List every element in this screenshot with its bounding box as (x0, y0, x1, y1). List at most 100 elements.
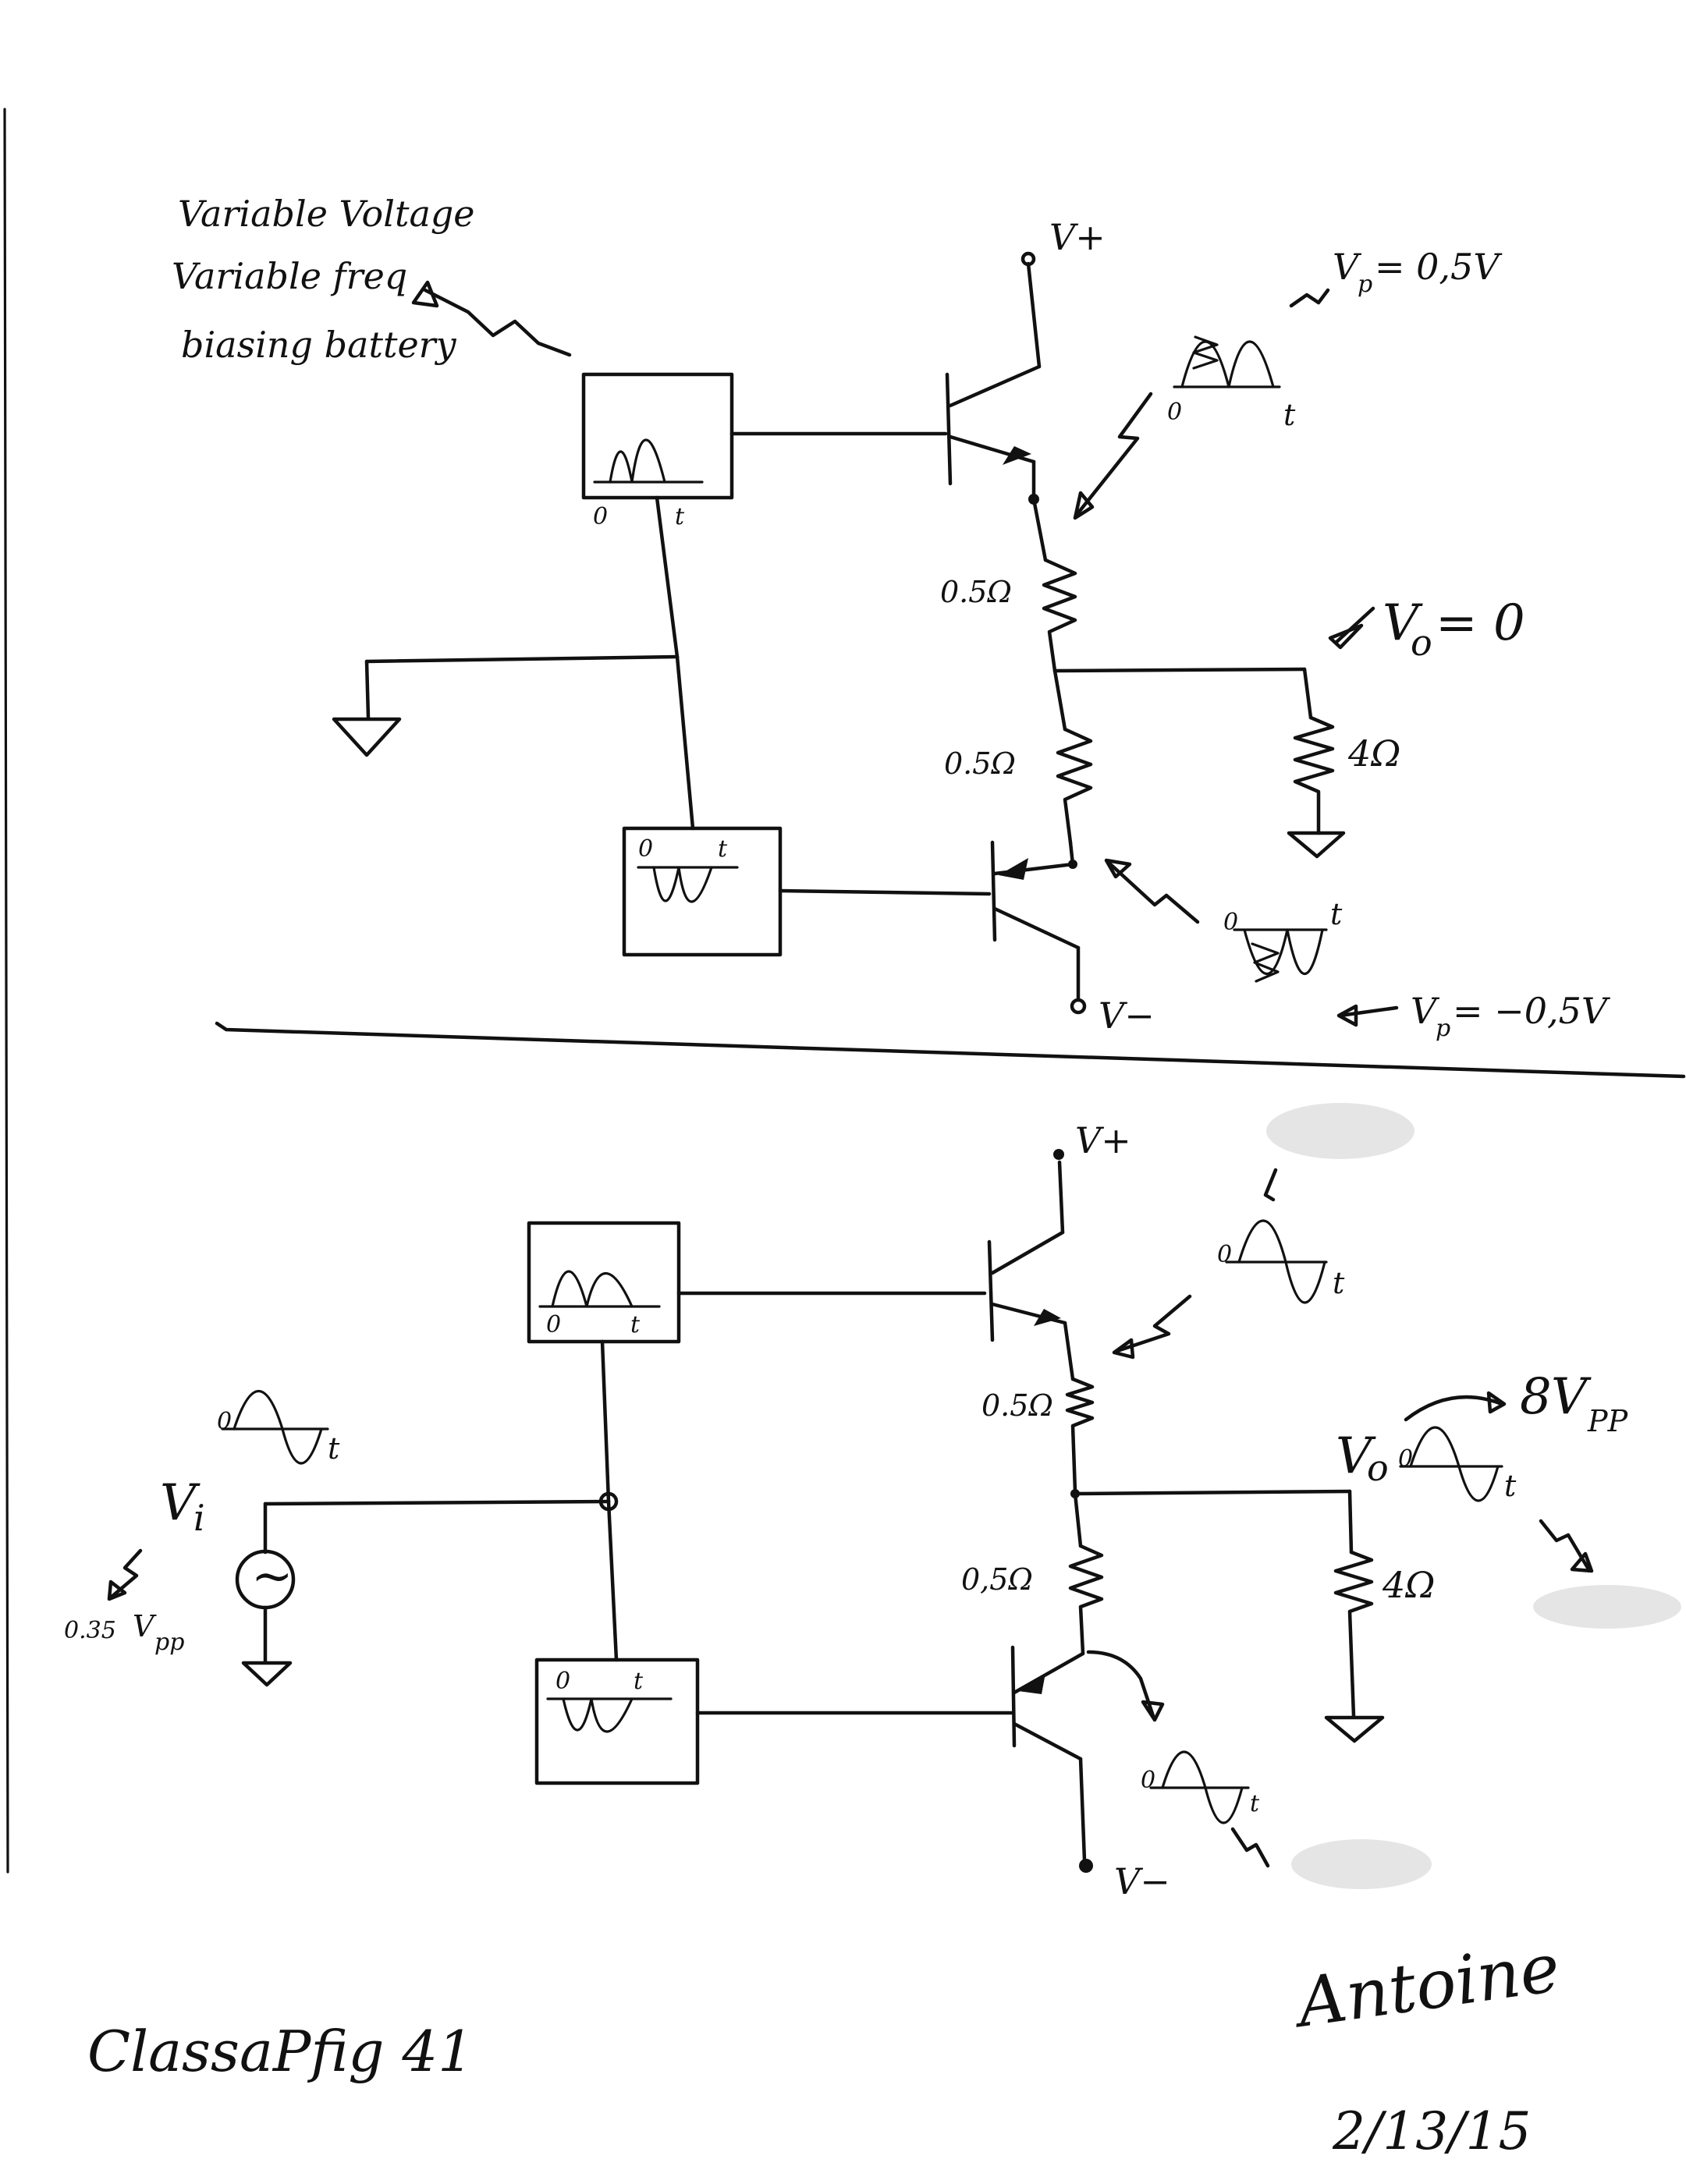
bottom-v-plus-terminal (1053, 1149, 1064, 1160)
lower-box-wave-icon (652, 866, 713, 903)
wire-ground-drop (364, 659, 371, 720)
resistor-load-label: 4Ω (1347, 732, 1400, 775)
pnp-base-bar (990, 840, 997, 942)
npn-emitter (948, 434, 1036, 464)
note-line-1: Variable Voltage (178, 193, 475, 235)
upper-wave-arrow (1074, 392, 1153, 517)
bottom-lower-box-zero: 0 (555, 1668, 570, 1695)
lower-wave-hatch (1251, 942, 1280, 983)
v-plus-label: V+ (1049, 216, 1106, 258)
lower-peak-pointer-head (1336, 1004, 1358, 1027)
smudge-3 (1291, 1839, 1432, 1889)
bottom-wire-to-r1 (1063, 1321, 1075, 1381)
bottom-upper-wave (1237, 1219, 1326, 1304)
signature: Antoine (1287, 1929, 1564, 2044)
wire-ground (364, 654, 680, 664)
upper-wave-shape (1180, 340, 1275, 388)
bottom-npn-base-bar (987, 1239, 995, 1342)
lower-wave-zero: 0 (1223, 909, 1238, 936)
bottom-wire-v-plus (1057, 1160, 1065, 1235)
upper-bias-battery-box (581, 372, 734, 500)
vi-label: V (160, 1474, 201, 1532)
bottom-lower-wave-pointer (1230, 1827, 1270, 1868)
bottom-upper-wave-arrow-head (1112, 1338, 1135, 1360)
bottom-vo-label: V (1336, 1427, 1376, 1485)
lower-wave-shape (1243, 928, 1324, 976)
footer: ClassaPfig 41 Antoine 2/13/15 (87, 1929, 1564, 2161)
upper-wave-t: t (1283, 398, 1296, 432)
resistor-lower (1056, 727, 1093, 845)
upper-peak-sub: p (1358, 271, 1372, 298)
pnp-emitter-arrow (999, 858, 1028, 880)
bottom-vo-out-arrow-head (1570, 1551, 1594, 1573)
bottom-upper-wave-t: t (1333, 1266, 1345, 1300)
note-line-2: Variable freq (172, 255, 407, 297)
v-minus-label: V− (1099, 994, 1155, 1037)
vo-sub: o (1411, 622, 1432, 664)
bottom-npn-collector (990, 1230, 1065, 1275)
bottom-wire-box-link-upper (600, 1339, 611, 1504)
bottom-vo-sub: o (1367, 1447, 1389, 1489)
bottom-lower-box-wave-icon (562, 1697, 634, 1733)
bottom-upper-box-zero: 0 (546, 1311, 561, 1338)
bottom-pnp-base-bar (1010, 1645, 1017, 1748)
bottom-wire-to-r2 (1073, 1491, 1083, 1548)
vo-value: = 0 (1436, 594, 1525, 652)
wire-to-r2 (1052, 668, 1067, 732)
wire-box-link-upper (655, 495, 680, 659)
bottom-vo-value-unit: V (1551, 1368, 1592, 1426)
bottom-lower-wave-zero: 0 (1141, 1767, 1155, 1794)
bottom-resistor-upper-label: 0.5Ω (981, 1388, 1053, 1423)
lower-peak-value: = −0,5V (1453, 990, 1611, 1032)
note-arrow (423, 288, 572, 357)
resistor-load (1293, 715, 1335, 835)
bottom-vo-wave-zero: 0 (1398, 1445, 1413, 1473)
upper-box-t: t (675, 503, 685, 530)
lower-wave-arrow-head (1104, 858, 1132, 879)
wire-to-r1 (1031, 497, 1048, 562)
vi-value: 0.35 (64, 1617, 116, 1644)
bottom-resistor-load-label: 4Ω (1382, 1564, 1435, 1606)
vi-value-unit: V (133, 1609, 157, 1643)
upper-waveform-annotation: 0 t V p = 0,5V (1073, 246, 1503, 520)
bottom-v-minus-terminal (1079, 1859, 1093, 1873)
bottom-resistor-upper (1065, 1377, 1095, 1494)
note-line-3: biasing battery (181, 324, 457, 366)
note-arrow-head (411, 280, 439, 308)
bottom-vo-wave-t: t (1504, 1469, 1517, 1503)
upper-box-zero: 0 (593, 503, 608, 530)
lower-wave-arrow (1106, 860, 1200, 924)
smudge-2 (1533, 1585, 1681, 1629)
lower-peak-label: V (1411, 990, 1440, 1032)
bottom-wire-input (263, 1499, 611, 1506)
vi-value-sub: pp (154, 1629, 184, 1656)
lower-peak-pointer (1338, 1005, 1399, 1018)
vi-sub: i (193, 1497, 205, 1539)
lower-box-zero: 0 (638, 835, 653, 863)
ac-source-symbol: ~ (251, 1548, 293, 1605)
bottom-npn-emitter-arrow (1034, 1309, 1061, 1326)
bottom-lower-wave-arrow (1086, 1650, 1155, 1718)
bottom-lower-wave-t: t (1250, 1790, 1260, 1817)
bottom-load-ground (1324, 1715, 1385, 1743)
lower-box-t: t (718, 835, 728, 863)
bottom-pnp-collector (1012, 1721, 1083, 1761)
bottom-upper-wave-zero: 0 (1217, 1241, 1232, 1268)
wire-box-link-lower (675, 654, 695, 831)
bottom-circuit: 0 t V+ 0.5Ω 0,5Ω 4Ω V o 0 t 8 (64, 1103, 1681, 1902)
bottom-lower-wave (1161, 1750, 1244, 1824)
upper-peak-pointer (1289, 288, 1330, 308)
npn-collector (948, 364, 1042, 408)
resistor-upper-label: 0.5Ω (940, 575, 1012, 609)
bottom-upper-wave-pointer (1263, 1168, 1278, 1202)
bottom-lower-box-t: t (634, 1668, 644, 1695)
upper-wave-zero: 0 (1167, 399, 1182, 426)
upper-wave-arrow-head (1073, 491, 1095, 520)
vi-value-arrow-head (107, 1580, 127, 1601)
load-ground (1287, 831, 1346, 859)
upper-peak-label: V (1333, 246, 1362, 288)
signature-date: 2/13/15 (1332, 2101, 1531, 2161)
section-divider (215, 1021, 1686, 1079)
vi-wave (232, 1390, 323, 1465)
